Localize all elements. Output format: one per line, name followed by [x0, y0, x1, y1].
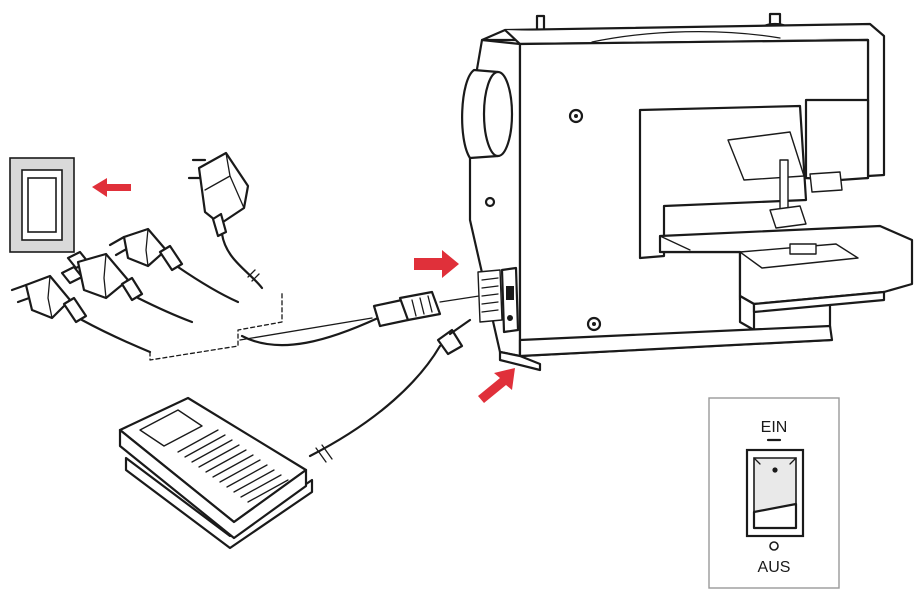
- cord-bracket: [149, 291, 373, 361]
- wall-outlet-icon: [9, 157, 75, 253]
- switch-on-label: EIN: [761, 419, 788, 436]
- arrow-to-pedal-socket: [478, 368, 515, 403]
- power-connector: [240, 290, 506, 347]
- plug-icon: [10, 274, 152, 354]
- power-switch-inset: EIN AUS: [708, 397, 840, 589]
- power-adapter-icon: [187, 151, 264, 290]
- side-socket-panel: [477, 266, 520, 334]
- foot-pedal-icon: [118, 318, 472, 550]
- plug-icon: [108, 227, 240, 304]
- switch-off-label: AUS: [758, 559, 791, 576]
- sewing-machine-icon: [461, 12, 914, 372]
- power-switch-icon: [745, 448, 805, 538]
- plug-icon: [60, 250, 194, 324]
- arrow-to-outlet: [92, 178, 131, 197]
- arrow-to-power-socket: [414, 250, 459, 278]
